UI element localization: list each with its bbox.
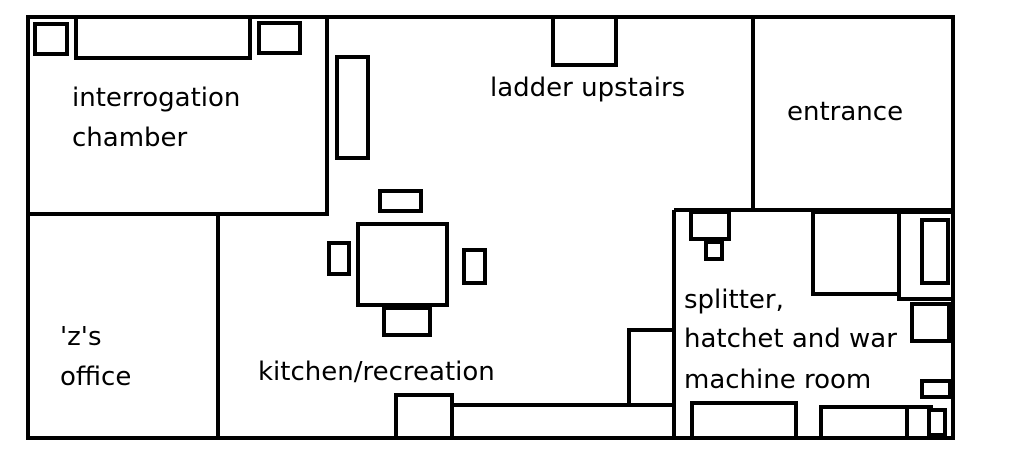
label-interrogation-chamber-2: chamber [72, 123, 188, 153]
label-machine-room-3: machine room [684, 365, 871, 395]
label-interrogation-chamber: interrogation [72, 83, 240, 113]
label-machine-room: splitter, [684, 285, 784, 315]
machine-room-furniture [689, 210, 955, 440]
ladder-block [551, 15, 618, 67]
label-office: 'z's [60, 322, 102, 352]
chair-top [378, 189, 423, 213]
dining-set [327, 189, 487, 337]
interrogation-furniture [33, 15, 302, 60]
shelf [335, 55, 370, 160]
label-entrance: entrance [787, 97, 903, 127]
label-kitchen-recreation: kitchen/recreation [258, 357, 495, 387]
label-machine-room-2: hatchet and war [684, 324, 897, 354]
label-ladder-upstairs: ladder upstairs [490, 73, 685, 103]
kitchen-counters [394, 328, 676, 440]
chair-bottom [382, 306, 432, 337]
chair-right [462, 248, 487, 285]
label-office-2: office [60, 362, 131, 392]
table [356, 222, 449, 307]
chair-left [327, 241, 351, 276]
